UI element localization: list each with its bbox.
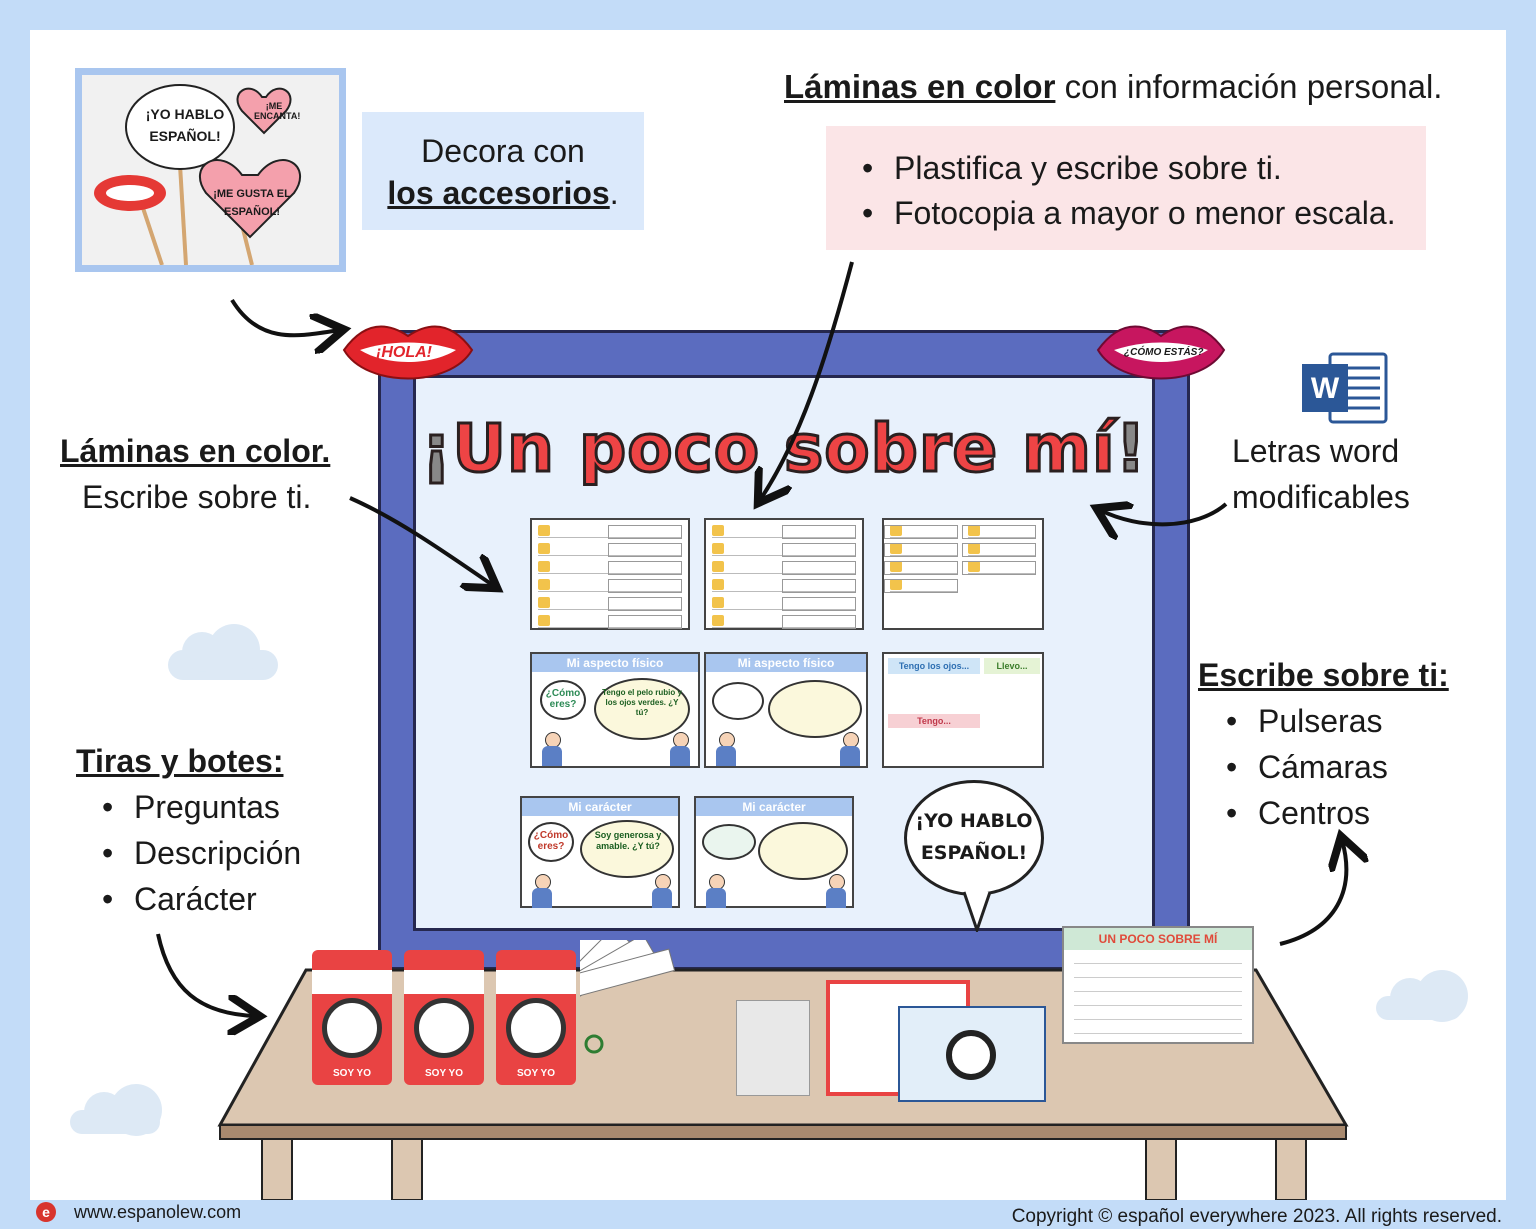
tent-card: UN POCO SOBRE MÍ	[1062, 926, 1254, 1044]
lips-hola-icon	[342, 325, 474, 380]
footer-copyright: Copyright © español everywhere 2023. All…	[1011, 1206, 1502, 1227]
yo-hablo-bubble: ¡YO HABLO ESPAÑOL!	[904, 780, 1044, 896]
laminas-left-line2: Escribe sobre ti.	[82, 479, 312, 515]
favorites-card	[882, 518, 1044, 630]
laminas-top-bullet: Fotocopia a mayor o menor escala.	[862, 191, 1426, 236]
letras-text: Letras word modificables	[1232, 428, 1410, 520]
soy-yo-pot: SOY YO	[496, 950, 576, 1085]
escribe-item: Cámaras	[1226, 744, 1449, 790]
photo-me-gusta: ¡ME GUSTA EL ESPAÑOL!	[213, 188, 291, 218]
caracter-question: ¿Cómo eres?	[533, 830, 569, 852]
aspecto-card-filled: Mi aspecto físico ¿Cómo eres? Tengo el p…	[530, 652, 700, 768]
lips-como-estas-text: ¿CÓMO ESTÁS?	[1124, 347, 1204, 358]
laminas-left-text: Láminas en color. Escribe sobre ti.	[60, 428, 330, 520]
laminas-top-rest: con información personal.	[1055, 68, 1443, 105]
tiras-item: Descripción	[102, 830, 301, 876]
board-title-close: !	[1114, 409, 1147, 489]
escribe-item: Centros	[1226, 790, 1449, 836]
yo-hablo-line1: ¡YO HABLO	[915, 810, 1033, 832]
photo-hola: ¡HOLA!	[110, 187, 145, 198]
question-card	[704, 518, 864, 630]
boy-illustration	[716, 732, 736, 766]
accessories-illustration	[94, 84, 301, 265]
question-card	[530, 518, 690, 630]
lips-hola-text: ¡HOLA!	[376, 344, 432, 361]
girl-illustration	[826, 874, 846, 908]
pot-label: SOY YO	[333, 1068, 371, 1079]
aspecto-card-blank: Mi aspecto físico	[704, 652, 868, 768]
accessories-photo: ¡YO HABLO ESPAÑOL! ¡ME ENCANTA! ¡HOLA! ¡…	[75, 68, 346, 272]
tiras-item: Preguntas	[102, 784, 301, 830]
caracter-answer: Soy generosa y amable. ¿Y tú?	[594, 830, 662, 851]
decora-line1: Decora con	[421, 133, 585, 169]
footer-site-link[interactable]: www.espanolew.com	[74, 1202, 242, 1222]
laminas-left-bold: Láminas en color.	[60, 433, 331, 469]
tiras-item: Carácter	[102, 876, 301, 922]
tengo-card: Tengo los ojos... Tengo... Llevo...	[882, 652, 1044, 768]
decora-box: Decora con los accesorios.	[362, 112, 644, 230]
camera-craft	[898, 1006, 1046, 1102]
board-title-open: ¡	[420, 409, 453, 489]
tent-card-title: UN POCO SOBRE MÍ	[1064, 928, 1252, 950]
svg-text:W: W	[1311, 372, 1340, 405]
yo-hablo-line2: ESPAÑOL!	[920, 842, 1028, 864]
bubble-tail	[962, 891, 992, 932]
aspecto-answer: Tengo el pelo rubio y los ojos verdes. ¿…	[602, 688, 682, 717]
aspecto-card-title: Mi aspecto físico	[706, 654, 866, 672]
laminas-top-bold: Láminas en color	[784, 68, 1056, 105]
tengo-ojos-label: Tengo los ojos...	[888, 658, 980, 674]
escribe-section: Escribe sobre ti: Pulseras Cámaras Centr…	[1198, 652, 1449, 836]
laminas-top-box: Plastifica y escribe sobre ti. Fotocopia…	[826, 126, 1426, 250]
escribe-item: Pulseras	[1226, 698, 1449, 744]
cloud-decoration	[168, 624, 278, 680]
laminas-top-bullet: Plastifica y escribe sobre ti.	[862, 146, 1426, 191]
pot-label: SOY YO	[517, 1068, 555, 1079]
espanolew-logo-icon: e	[36, 1202, 56, 1222]
laminas-top-heading: Láminas en color con información persona…	[784, 68, 1442, 106]
boy-illustration	[706, 874, 726, 908]
lips-como-estas-icon	[1096, 325, 1226, 380]
girl-illustration	[840, 732, 860, 766]
aspecto-card-title: Mi aspecto físico	[532, 654, 698, 672]
decora-line2: los accesorios.	[362, 172, 644, 214]
llevo-label: Llevo...	[984, 658, 1040, 674]
escribe-title: Escribe sobre ti:	[1198, 657, 1449, 693]
cloud-decoration	[70, 1084, 162, 1136]
letras-line2: modificables	[1232, 479, 1410, 515]
word-document-icon: W	[1302, 352, 1388, 424]
photo-yo-hablo: ¡YO HABLO ESPAÑOL!	[145, 106, 225, 144]
decora-link: los accesorios	[387, 175, 610, 211]
soy-yo-pot: SOY YO	[312, 950, 392, 1085]
letras-line1: Letras word	[1232, 433, 1400, 469]
girl-illustration	[652, 874, 672, 908]
girl-illustration	[670, 732, 690, 766]
boy-illustration	[542, 732, 562, 766]
soy-yo-pot: SOY YO	[404, 950, 484, 1085]
tiras-section: Tiras y botes: Preguntas Descripción Car…	[76, 738, 301, 922]
tengo-label: Tengo...	[888, 714, 980, 728]
tiras-title: Tiras y botes:	[76, 743, 284, 779]
caracter-card-filled: Mi carácter ¿Cómo eres? Soy generosa y a…	[520, 796, 680, 908]
photo-me-encanta: ¡ME ENCANTA!	[254, 101, 301, 121]
caracter-card-blank: Mi carácter	[694, 796, 854, 908]
camera-craft	[736, 1000, 810, 1096]
cloud-decoration	[1376, 970, 1468, 1022]
boy-illustration	[532, 874, 552, 908]
caracter-card-title: Mi carácter	[522, 798, 678, 816]
pot-label: SOY YO	[425, 1068, 463, 1079]
caracter-card-title: Mi carácter	[696, 798, 852, 816]
question-strips-fan	[580, 940, 676, 1054]
aspecto-question: ¿Cómo eres?	[545, 688, 581, 710]
decora-period: .	[609, 175, 619, 211]
